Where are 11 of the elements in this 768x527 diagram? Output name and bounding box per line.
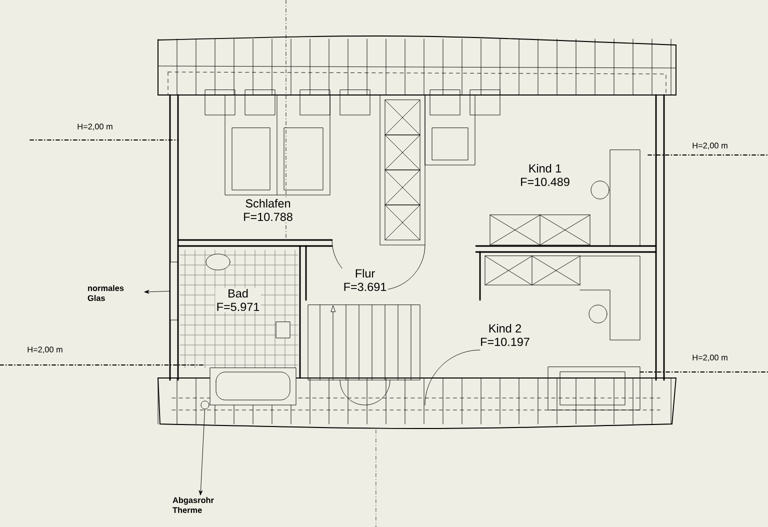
room-label: Kind 2 F=10.197: [478, 322, 532, 348]
room-label: Kind 1 F=10.489: [518, 162, 572, 188]
note-text: normales Glas: [88, 285, 124, 301]
note-text: Abgasrohr Therme: [172, 497, 214, 513]
window-symbol: [170, 262, 178, 320]
room-label: Flur F=3.691: [342, 268, 388, 292]
arrow: [144, 290, 170, 294]
flue-pipe-circle: [200, 400, 210, 410]
room-label: Bad F=5.971: [215, 288, 261, 312]
leader-line: [198, 409, 206, 496]
room-label: Schlafen F=10.788: [242, 198, 294, 222]
